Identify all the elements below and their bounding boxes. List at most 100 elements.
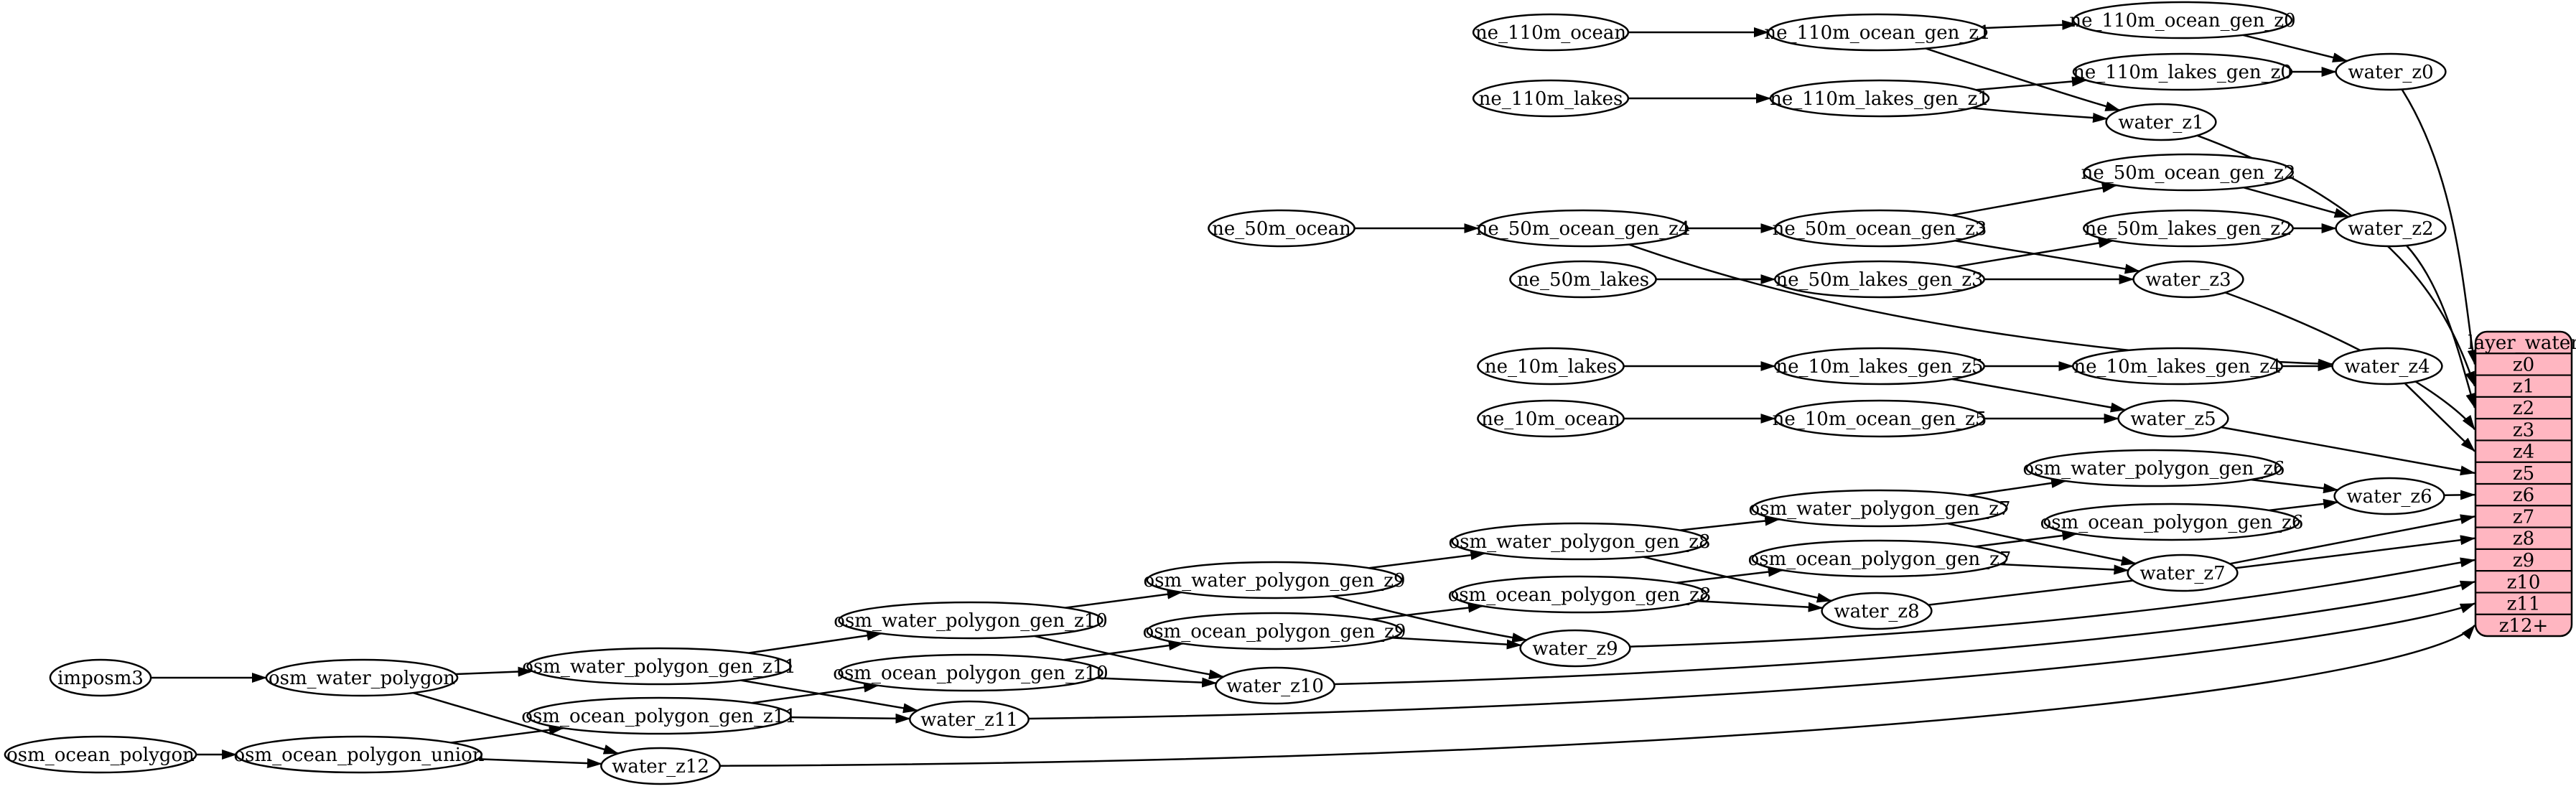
edge-osm-water-polygon-gen-z6-to-water-z6: [2251, 478, 2339, 494]
node-label-ne-110m-lakes-gen-z0: ne_110m_lakes_gen_z0: [2073, 62, 2292, 83]
node-ne-10m-ocean-gen-z5: ne_10m_ocean_gen_z5: [1773, 399, 1987, 438]
node-shape-osm-water-polygon-gen-z7: [1751, 489, 2008, 528]
node-shape-imposm3: [49, 658, 152, 697]
node-shape-ne-50m-ocean: [1208, 209, 1355, 248]
node-osm-water-polygon: osm_water_polygon: [265, 658, 459, 697]
node-ne-10m-ocean: ne_10m_ocean: [1477, 399, 1625, 438]
node-label-ne-110m-ocean: ne_110m_ocean: [1475, 22, 1627, 44]
node-shape-water-z4: [2331, 347, 2443, 386]
node-shape-water-z5: [2117, 399, 2229, 438]
node-ne-110m-ocean: ne_110m_ocean: [1472, 13, 1630, 52]
node-label-water-z1: water_z1: [2118, 112, 2203, 134]
node-osm-ocean-polygon-union: osm_ocean_polygon_union: [233, 735, 485, 774]
node-label-ne-10m-ocean-gen-z5: ne_10m_ocean_gen_z5: [1773, 408, 1987, 430]
node-water-z10: water_z10: [1215, 666, 1335, 705]
node-label-ne-10m-lakes-gen-z4: ne_10m_lakes_gen_z4: [2073, 356, 2281, 378]
node-shape-water-z0: [2335, 52, 2447, 91]
edge-water-z4-to-layer-z4: [2404, 382, 2475, 452]
node-osm-water-polygon-gen-z9: osm_water_polygon_gen_z9: [1143, 561, 1406, 599]
node-label-osm-ocean-polygon-gen-z6: osm_ocean_polygon_gen_z6: [2040, 512, 2304, 533]
node-water-z7: water_z7: [2127, 554, 2239, 592]
node-label-ne-10m-lakes: ne_10m_lakes: [1485, 356, 1617, 378]
node-shape-osm-ocean-polygon-gen-z10: [838, 653, 1103, 692]
node-shape-ne-10m-lakes-gen-z5: [1774, 347, 1985, 386]
node-label-ne-10m-lakes-gen-z5: ne_10m_lakes_gen_z5: [1775, 356, 1983, 378]
node-label-ne-110m-ocean-gen-z1: ne_110m_ocean_gen_z1: [1764, 22, 1990, 44]
node-shape-ne-10m-lakes: [1477, 347, 1625, 386]
node-ne-110m-lakes-gen-z0: ne_110m_lakes_gen_z0: [2072, 52, 2293, 91]
node-label-ne-50m-lakes: ne_50m_lakes: [1517, 269, 1649, 291]
node-ne-10m-lakes-gen-z4: ne_10m_lakes_gen_z4: [2072, 347, 2283, 386]
edge-osm-ocean-polygon-gen-z9-to-osm-ocean-polygon-gen-z8: [1371, 602, 1483, 621]
layer-water-title: layer_water: [2468, 332, 2576, 354]
node-ne-110m-lakes-gen-z1: ne_110m_lakes_gen_z1: [1769, 79, 1990, 118]
edge-osm-ocean-polygon-gen-z7-to-osm-ocean-polygon-gen-z6: [1974, 531, 2078, 548]
node-label-water-z12: water_z12: [612, 756, 709, 778]
edge-ne-50m-lakes-gen-z3-to-ne-50m-lakes-gen-z2: [1954, 238, 2114, 268]
node-shape-ne-50m-ocean-gen-z3: [1774, 209, 1985, 248]
edge-osm-ocean-polygon-gen-z11-to-water-z11: [790, 713, 911, 724]
edge-osm-water-polygon-gen-z10-to-osm-water-polygon-gen-z9: [1065, 589, 1182, 609]
edge-ne-50m-ocean-gen-z2-to-water-z2: [2243, 186, 2350, 218]
edge-osm-ocean-polygon-gen-z8-to-water-z8: [1697, 599, 1824, 612]
edge-osm-water-polygon-to-water-z12: [413, 691, 619, 755]
layer-water-row-z9: z9: [2513, 550, 2534, 571]
node-shape-ne-110m-ocean-gen-z0: [2072, 1, 2293, 39]
node-label-osm-water-polygon-gen-z11: osm_water_polygon_gen_z11: [522, 656, 796, 678]
edge-water-z0-to-layer-z0: [2401, 88, 2478, 365]
node-water-z4: water_z4: [2331, 347, 2443, 386]
node-osm-water-polygon-gen-z7: osm_water_polygon_gen_z7: [1748, 489, 2011, 528]
edge-ne-110m-ocean-gen-z0-to-water-z0: [2242, 34, 2348, 62]
node-shape-osm-water-polygon: [265, 658, 459, 697]
node-osm-water-polygon-gen-z8: osm_water_polygon_gen_z8: [1448, 522, 1711, 561]
node-shape-ne-50m-lakes: [1509, 260, 1657, 299]
node-ne-110m-ocean-gen-z0: ne_110m_ocean_gen_z0: [2069, 1, 2296, 39]
node-water-z3: water_z3: [2132, 260, 2244, 299]
node-osm-water-polygon-gen-z11: osm_water_polygon_gen_z11: [522, 647, 796, 686]
node-shape-ne-110m-ocean-gen-z1: [1767, 13, 1988, 52]
node-label-water-z6: water_z6: [2346, 486, 2432, 508]
edge-osm-water-polygon-gen-z9-to-water-z9: [1332, 595, 1528, 643]
node-water-z9: water_z9: [1519, 629, 1631, 668]
node-shape-ne-50m-lakes-gen-z2: [2083, 209, 2294, 248]
node-label-ne-50m-ocean-gen-z2: ne_50m_ocean_gen_z2: [2081, 162, 2296, 184]
node-label-ne-110m-lakes: ne_110m_lakes: [1479, 88, 1623, 110]
node-shape-water-z3: [2132, 260, 2244, 299]
node-osm-water-polygon-gen-z10: osm_water_polygon_gen_z10: [834, 601, 1108, 640]
edge-water-z11-to-layer-z11: [1028, 602, 2475, 720]
edge-ne-110m-lakes-gen-z1-to-water-z1: [1971, 107, 2108, 123]
node-label-ne-110m-lakes-gen-z1: ne_110m_lakes_gen_z1: [1770, 88, 1989, 110]
node-ne-110m-ocean-gen-z1: ne_110m_ocean_gen_z1: [1764, 13, 1991, 52]
node-label-ne-50m-lakes-gen-z3: ne_50m_lakes_gen_z3: [1775, 269, 1983, 291]
node-shape-osm-ocean-polygon-gen-z8: [1451, 575, 1708, 614]
edge-osm-ocean-polygon-gen-z7-to-water-z7: [1999, 563, 2129, 575]
edge-osm-water-polygon-gen-z7-to-osm-water-polygon-gen-z6: [1967, 477, 2067, 497]
node-label-water-z9: water_z9: [1532, 638, 1618, 660]
node-water-z1: water_z1: [2105, 103, 2217, 141]
node-ne-50m-ocean: ne_50m_ocean: [1208, 209, 1355, 248]
edge-osm-water-polygon-gen-z7-to-water-z7: [1947, 522, 2137, 566]
edge-water-z10-to-layer-z10: [1334, 580, 2475, 686]
edge-ne-110m-ocean-gen-z1-to-ne-110m-ocean-gen-z0: [1983, 19, 2078, 30]
node-shape-water-z6: [2333, 477, 2445, 515]
node-label-ne-50m-ocean-gen-z4: ne_50m_ocean_gen_z4: [1476, 218, 1691, 240]
node-ne-10m-lakes: ne_10m_lakes: [1477, 347, 1625, 386]
node-label-ne-50m-ocean: ne_50m_ocean: [1212, 218, 1351, 240]
edge-osm-water-polygon-to-osm-water-polygon-gen-z11: [455, 666, 533, 677]
edge-osm-ocean-polygon-gen-z6-to-water-z6: [2269, 498, 2339, 512]
node-label-osm-ocean-polygon-gen-z9: osm_ocean_polygon_gen_z9: [1143, 621, 1406, 643]
node-label-osm-ocean-polygon: osm_ocean_polygon: [6, 744, 195, 766]
node-label-water-z11: water_z11: [920, 709, 1018, 731]
node-label-osm-ocean-polygon-gen-z7: osm_ocean_polygon_gen_z7: [1748, 548, 2012, 570]
node-shape-water-z12: [600, 747, 721, 785]
node-osm-ocean-polygon: osm_ocean_polygon: [4, 735, 197, 774]
node-shape-ne-10m-lakes-gen-z4: [2072, 347, 2283, 386]
node-osm-ocean-polygon-gen-z10: osm_ocean_polygon_gen_z10: [833, 653, 1109, 692]
node-osm-ocean-polygon-gen-z9: osm_ocean_polygon_gen_z9: [1143, 612, 1406, 650]
layer-water-row-z1: z1: [2513, 376, 2534, 398]
nodes-layer: ne_110m_ocean ne_110m_ocean_gen_z1 ne_110m…: [4, 1, 2447, 785]
node-shape-ne-110m-ocean: [1472, 13, 1630, 52]
node-shape-osm-ocean-polygon: [4, 735, 197, 774]
